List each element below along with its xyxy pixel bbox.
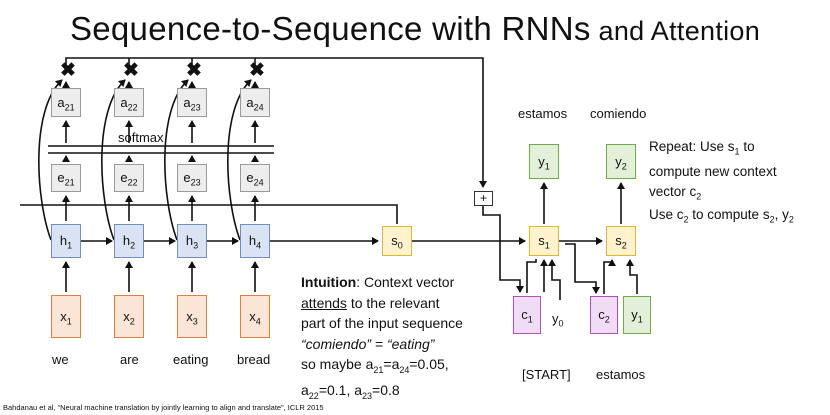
c2-to-s2-arrow: [603, 259, 616, 294]
input-word-estamos: estamos: [596, 367, 646, 382]
weight-a24: a24: [240, 88, 270, 117]
score-e24: e24: [240, 164, 270, 192]
output-word-estamos: estamos: [518, 106, 568, 121]
multiply-x-icon: ✖: [249, 60, 265, 81]
input-x2: x2: [114, 295, 144, 338]
citation: Bahdanau et al, “Neural machine translat…: [3, 403, 324, 412]
hidden-h4: h4: [240, 224, 270, 258]
input-token-y0: y0: [552, 311, 564, 329]
word-eating: eating: [173, 352, 209, 367]
slide-title: Sequence-to-Sequence with RNNs and Atten…: [0, 10, 830, 48]
title-tail: and Attention: [590, 16, 761, 46]
weight-a22: a22: [114, 88, 144, 117]
score-e22: e22: [114, 164, 144, 192]
softmax-label: softmax: [118, 130, 164, 145]
score-e23: e23: [177, 164, 207, 192]
word-are: are: [120, 352, 139, 367]
decoder-state-s2: s2: [606, 226, 636, 256]
use-c2-note: Use c2 to compute s2, y2: [649, 207, 794, 225]
hidden-h1: h1: [51, 224, 81, 258]
word-bread: bread: [237, 352, 271, 367]
input-x1: x1: [51, 295, 81, 338]
score-e21: e21: [51, 164, 81, 192]
multiply-x-icon: ✖: [186, 60, 202, 81]
weight-a23: a23: [177, 88, 207, 117]
yin1-to-s2-arrow: [626, 259, 638, 294]
output-word-comiendo: comiendo: [590, 106, 647, 121]
decoder-state-s1: s1: [529, 226, 559, 256]
input-token-y1: y1: [623, 296, 651, 334]
score-feed-line: [20, 204, 398, 224]
decoder-state-s0: s0: [382, 226, 412, 256]
multiply-x-icon: ✖: [123, 60, 139, 81]
hidden-h2: h2: [114, 224, 144, 258]
intuition-text: Intuition: Context vector attends to the…: [301, 274, 463, 402]
context-c2: c2: [590, 296, 618, 334]
output-y2: y2: [606, 144, 636, 179]
input-x3: x3: [177, 295, 207, 338]
input-word-start: [START]: [522, 367, 571, 382]
weight-a21: a21: [51, 88, 81, 117]
s1-to-c2-arrow: [565, 243, 600, 294]
multiply-x-icon: ✖: [60, 60, 76, 81]
y0-to-s1-arrow: [548, 259, 561, 300]
word-we: we: [52, 352, 69, 367]
context-c1: c1: [513, 296, 541, 334]
output-y1: y1: [529, 144, 559, 179]
plus-to-c1-arrow: [482, 206, 524, 293]
hidden-h3: h3: [177, 224, 207, 258]
plus-operator: +: [474, 191, 493, 206]
input-x4: x4: [240, 295, 270, 338]
c1-up: [526, 259, 537, 293]
title-main: Sequence-to-Sequence with RNNs: [69, 10, 591, 47]
sum-line: [65, 57, 487, 188]
